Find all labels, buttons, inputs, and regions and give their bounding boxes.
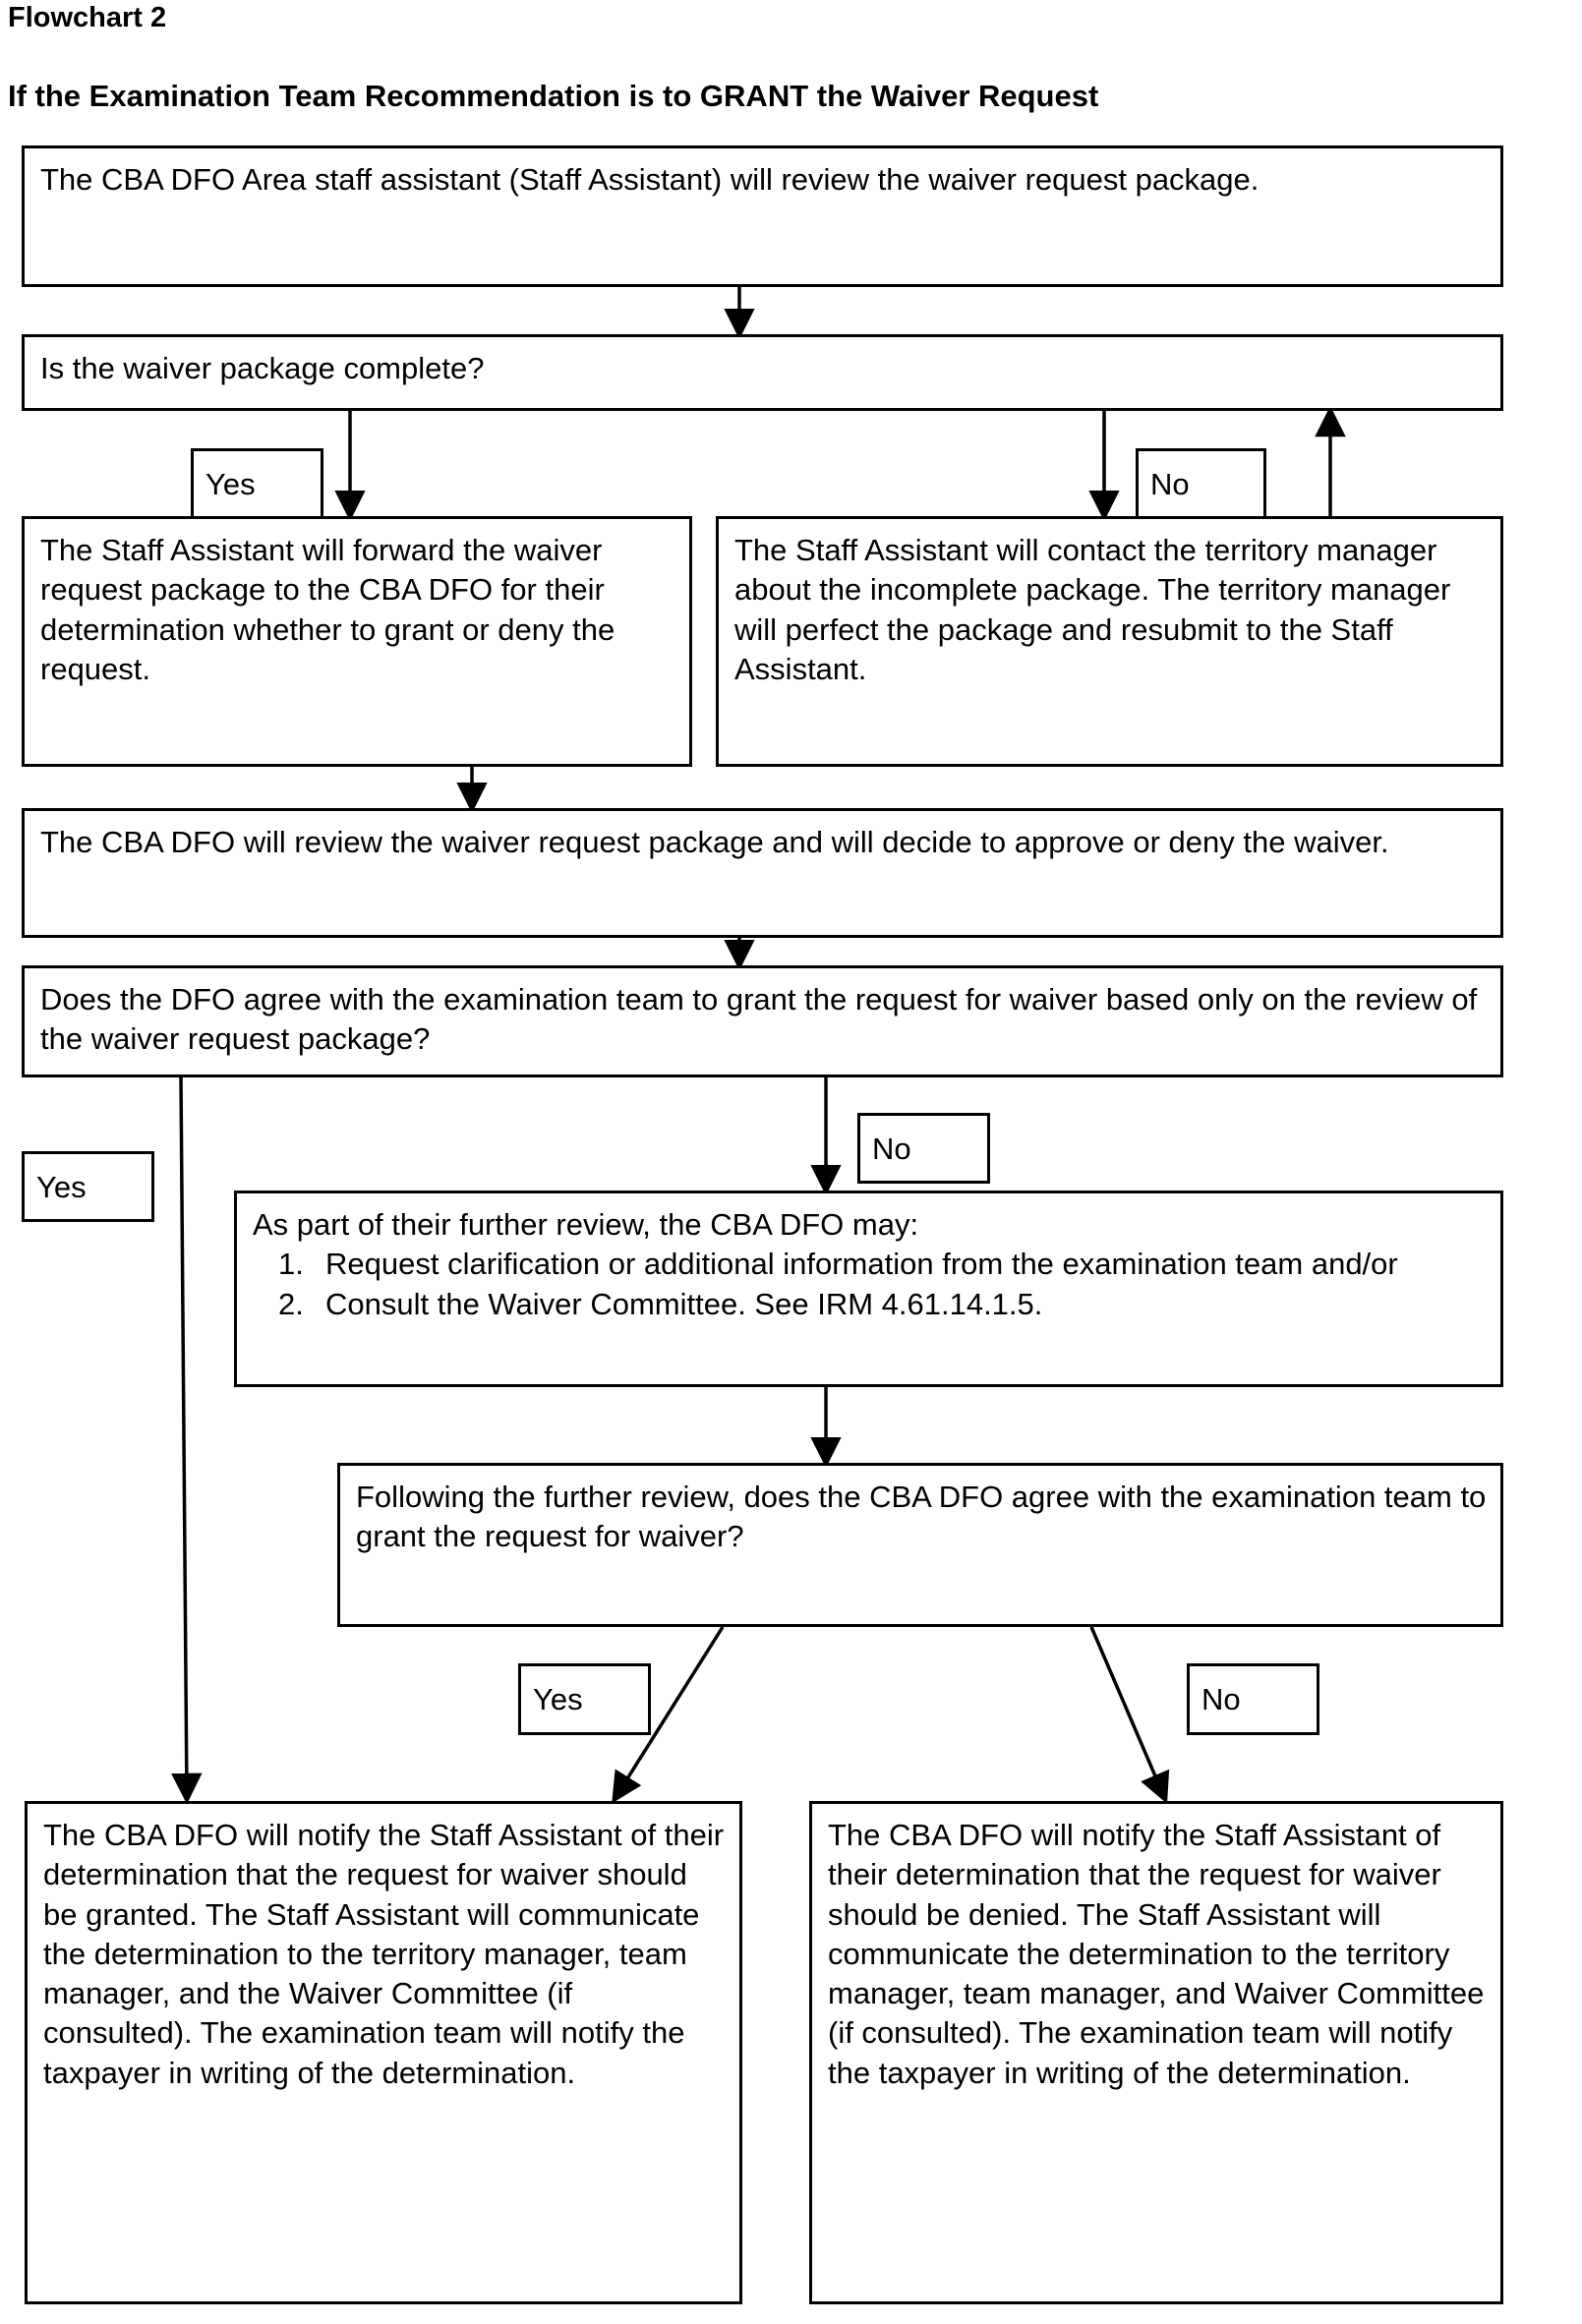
edge-label-no-package-complete: No [1136, 448, 1266, 519]
list-item-number: 2. [278, 1286, 304, 1321]
node-intro-text: As part of their further review, the CBA… [253, 1207, 919, 1242]
node-text: The CBA DFO will notify the Staff Assist… [43, 1818, 725, 2090]
node-text: The CBA DFO Area staff assistant (Staff … [40, 162, 1260, 197]
node-decision-after-further-review[interactable]: Following the further review, does the C… [337, 1463, 1503, 1627]
node-contact-territory-manager[interactable]: The Staff Assistant will contact the ter… [716, 516, 1503, 767]
edge-label-no-after-further-review: No [1187, 1663, 1319, 1735]
node-text: The Staff Assistant will forward the wai… [40, 533, 615, 686]
node-review-waiver-package[interactable]: The CBA DFO Area staff assistant (Staff … [22, 145, 1503, 287]
node-decision-package-complete[interactable]: Is the waiver package complete? [22, 334, 1503, 411]
node-outcome-waiver-denied[interactable]: The CBA DFO will notify the Staff Assist… [809, 1801, 1503, 2304]
node-text: The CBA DFO will notify the Staff Assist… [828, 1818, 1485, 2090]
node-dfo-review-decide[interactable]: The CBA DFO will review the waiver reque… [22, 808, 1503, 938]
node-text: The Staff Assistant will contact the ter… [734, 533, 1451, 686]
list-item: 1. Request clarification or additional i… [253, 1245, 1487, 1284]
node-forward-package-to-dfo[interactable]: The Staff Assistant will forward the wai… [22, 516, 692, 767]
node-outcome-waiver-granted[interactable]: The CBA DFO will notify the Staff Assist… [25, 1801, 742, 2304]
edge-label-yes-package-complete: Yes [191, 448, 323, 519]
node-further-review-options[interactable]: As part of their further review, the CBA… [234, 1191, 1503, 1387]
node-text: Does the DFO agree with the examination … [40, 982, 1478, 1057]
node-decision-dfo-agrees[interactable]: Does the DFO agree with the examination … [22, 965, 1503, 1077]
node-text: Is the waiver package complete? [40, 351, 485, 385]
node-text: Following the further review, does the C… [356, 1480, 1487, 1554]
further-review-list: 1. Request clarification or additional i… [253, 1245, 1487, 1324]
list-item-number: 1. [278, 1247, 304, 1282]
edge-label-yes-dfo-agrees: Yes [22, 1151, 154, 1222]
list-item: 2. Consult the Waiver Committee. See IRM… [253, 1285, 1487, 1324]
list-item-text: Request clarification or additional info… [325, 1247, 1398, 1282]
edge-label-no-dfo-agrees: No [857, 1113, 990, 1184]
node-text: The CBA DFO will review the waiver reque… [40, 825, 1389, 859]
chart-label: Flowchart 2 [8, 2, 167, 33]
chart-subtitle: If the Examination Team Recommendation i… [8, 79, 1099, 113]
list-item-text: Consult the Waiver Committee. See IRM 4.… [325, 1286, 1043, 1321]
edge-label-yes-after-further-review: Yes [518, 1663, 651, 1735]
